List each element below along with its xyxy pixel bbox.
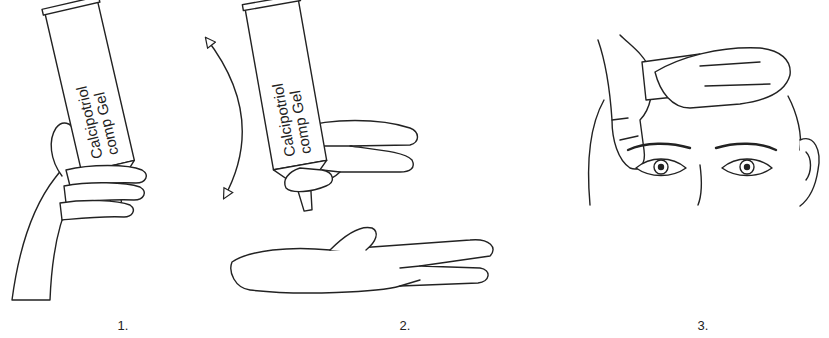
ear-line	[806, 152, 811, 180]
gripping-fingers	[60, 166, 332, 221]
pupil	[659, 165, 664, 170]
left-hand	[598, 35, 652, 169]
finger-line	[612, 118, 638, 140]
eye	[636, 159, 686, 176]
iris	[654, 160, 668, 174]
eyebrow	[716, 144, 776, 150]
palm-thumb	[330, 227, 376, 250]
finger	[60, 201, 133, 220]
right-hand	[655, 48, 790, 108]
tube-nozzle	[295, 180, 315, 212]
finger-line	[700, 62, 770, 86]
iris	[740, 160, 754, 174]
tube-crimp	[242, 0, 300, 11]
thumb	[285, 168, 333, 192]
shake-arrow	[206, 38, 242, 198]
step-number: 3.	[698, 318, 709, 333]
tube-body	[245, 0, 327, 170]
nose-line	[698, 165, 701, 205]
gel-tube: Calcipotriol comp Gel	[244, 0, 335, 221]
eye	[722, 159, 772, 176]
ear	[800, 139, 819, 206]
finger	[64, 183, 144, 203]
step-slot: 3.	[698, 316, 709, 334]
step-number: 1.	[118, 318, 129, 333]
eyebrow	[628, 144, 690, 150]
finger-line	[400, 266, 420, 286]
face-outline	[788, 96, 801, 150]
panel-one-art	[12, 38, 242, 300]
face-outline	[589, 100, 604, 205]
tube-nozzle	[104, 180, 125, 213]
finger	[66, 166, 146, 187]
step-number: 2.	[400, 318, 411, 333]
step-slot: 1.	[118, 316, 129, 334]
tube-crimp	[42, 0, 100, 15]
tube-body	[45, 1, 135, 173]
panel-three-art	[589, 35, 819, 206]
pupil	[745, 165, 750, 170]
step-slot: 2.	[400, 316, 411, 334]
